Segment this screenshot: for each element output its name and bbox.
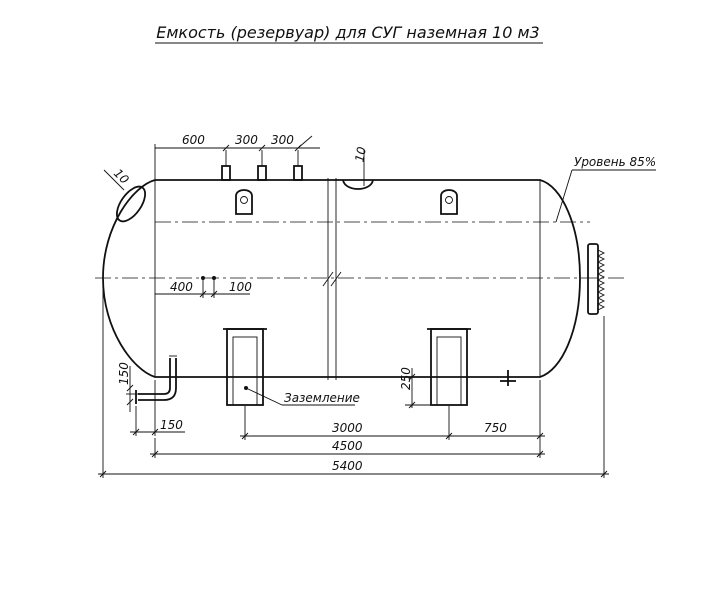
dim-5400: 5400 <box>332 459 363 473</box>
grounding-point <box>244 386 248 390</box>
drawing-title: Емкость (резервуар) для СУГ наземная 10 … <box>156 23 539 42</box>
dim-3000-750 <box>240 380 545 458</box>
lifting-lug-left-icon <box>235 189 253 215</box>
dim-150-horizontal: 150 <box>160 418 183 432</box>
dim-150-vertical <box>126 366 140 412</box>
lifting-lug-right-icon <box>440 189 458 215</box>
dim-250 <box>405 368 432 409</box>
top-manhole-icon <box>342 179 374 190</box>
drain-pipe-icon <box>135 355 177 404</box>
dim-300-b: 300 <box>271 133 294 147</box>
support-left <box>223 328 267 406</box>
end-flange-icon <box>587 243 606 315</box>
tank-body <box>102 178 581 380</box>
dim-5400 <box>98 280 609 478</box>
dim-10-left: 10 <box>111 166 132 187</box>
dim-600: 600 <box>182 133 205 147</box>
dim-4500: 4500 <box>332 439 363 453</box>
grounding-label: Заземление <box>284 391 360 405</box>
dim-300-a: 300 <box>235 133 258 147</box>
support-right <box>427 328 471 406</box>
dim-3000: 3000 <box>332 421 363 435</box>
bottom-valve-icon <box>500 370 516 386</box>
dim-400-100 <box>155 290 250 298</box>
dim-250: 250 <box>399 367 413 390</box>
dim-150-vertical: 150 <box>117 362 131 385</box>
top-nozzles <box>221 150 303 181</box>
left-manhole-icon <box>116 185 146 223</box>
dim-4500 <box>150 438 545 458</box>
dim-750: 750 <box>484 421 507 435</box>
dim-10-top: 10 <box>352 145 369 163</box>
leader-grounding <box>245 387 283 406</box>
dim-top-nozzles <box>154 135 320 182</box>
dim-100: 100 <box>229 280 252 294</box>
level-label: Уровень 85% <box>574 155 656 169</box>
dim-400: 400 <box>170 280 193 294</box>
dim-150-horizontal <box>130 380 185 436</box>
leader-level <box>555 169 573 223</box>
gauge-nozzles <box>201 276 216 298</box>
leader-10-left <box>103 169 125 191</box>
